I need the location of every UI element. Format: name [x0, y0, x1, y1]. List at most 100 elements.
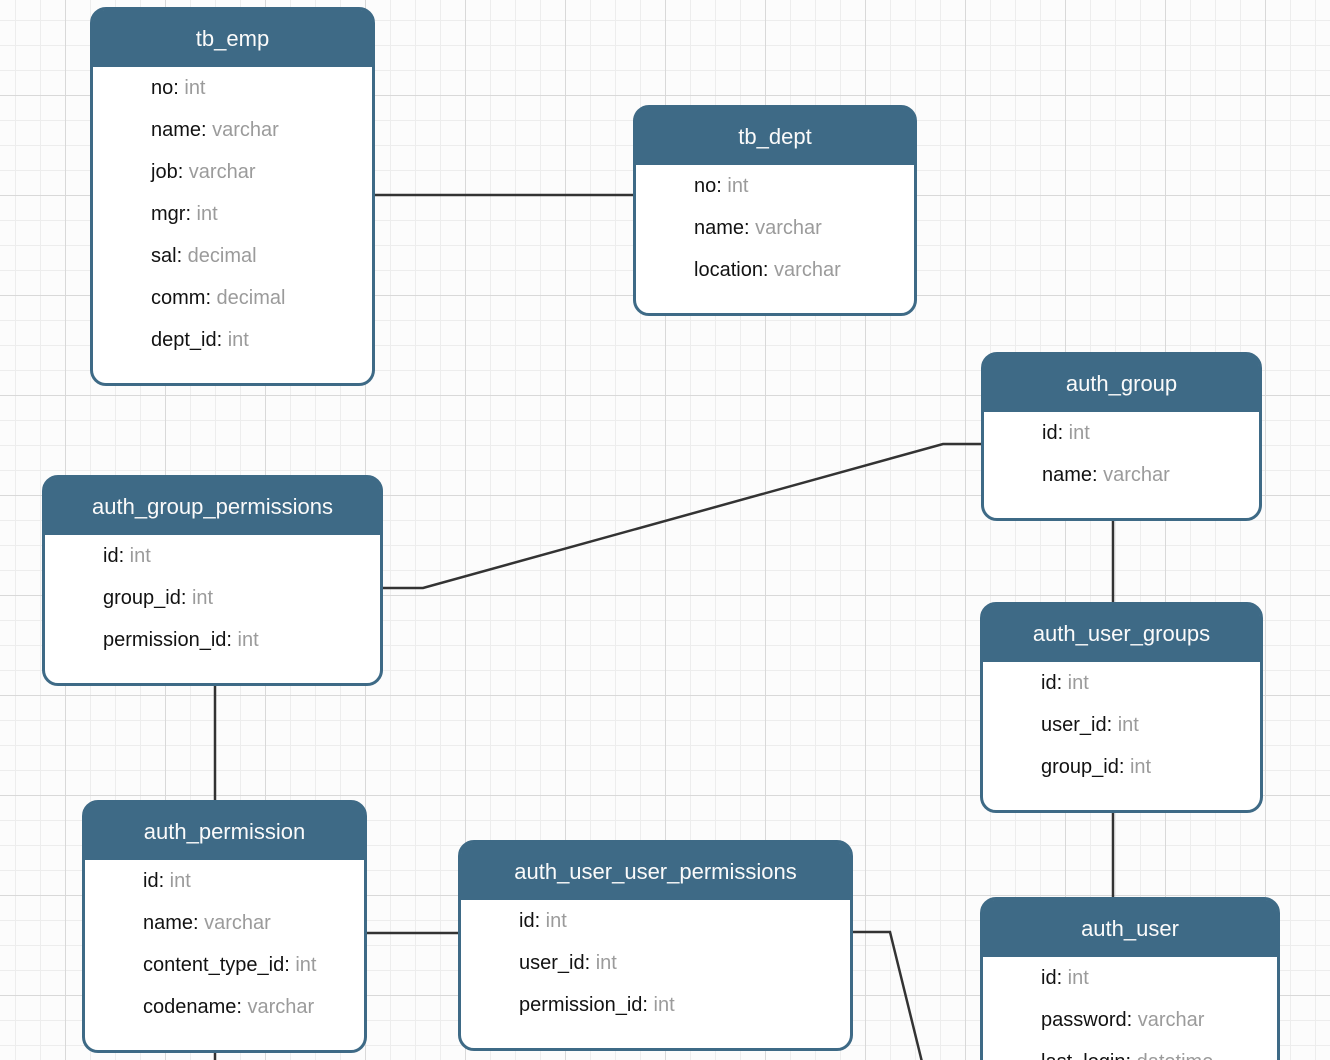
field-type: int: [1124, 756, 1152, 778]
field-row: no: int: [151, 67, 362, 109]
field-name: group_id:: [103, 587, 187, 609]
field-type: varchar: [1097, 464, 1170, 486]
field-name: name:: [694, 217, 750, 239]
field-row: id: int: [519, 900, 840, 942]
field-name: id:: [103, 545, 125, 567]
field-row: group_id: int: [1041, 746, 1250, 788]
field-name: sal:: [151, 245, 183, 267]
field-name: password:: [1041, 1009, 1133, 1031]
field-type: int: [164, 870, 191, 892]
field-type: int: [222, 329, 249, 351]
field-row: name: varchar: [694, 207, 904, 249]
field-row: codename: varchar: [143, 986, 354, 1028]
table-title[interactable]: auth_permission: [85, 803, 364, 860]
field-type: varchar: [241, 996, 315, 1018]
field-name: name:: [1042, 464, 1098, 486]
field-row: no: int: [694, 165, 904, 207]
table-title[interactable]: tb_emp: [93, 10, 372, 67]
field-name: id:: [519, 910, 541, 932]
field-name: comm:: [151, 287, 211, 309]
field-row: mgr: int: [151, 193, 362, 235]
field-name: name:: [151, 119, 207, 141]
field-type: int: [289, 954, 317, 976]
field-name: job:: [151, 161, 184, 183]
field-type: int: [191, 203, 218, 225]
table-title[interactable]: auth_group: [984, 355, 1259, 412]
field-type: int: [540, 910, 567, 932]
field-name: permission_id:: [103, 629, 232, 651]
field-row: permission_id: int: [103, 619, 370, 661]
field-name: id:: [1042, 422, 1064, 444]
field-type: int: [1062, 967, 1089, 989]
field-name: last_login:: [1041, 1051, 1131, 1060]
field-type: int: [1062, 672, 1089, 694]
field-type: int: [231, 629, 259, 651]
field-row: job: varchar: [151, 151, 362, 193]
field-type: int: [124, 545, 151, 567]
field-type: int: [647, 994, 675, 1016]
table-title[interactable]: auth_user_user_permissions: [461, 843, 850, 900]
field-name: codename:: [143, 996, 242, 1018]
field-row: name: varchar: [143, 902, 354, 944]
field-row: location: varchar: [694, 249, 904, 291]
field-name: no:: [694, 175, 722, 197]
field-type: int: [1063, 422, 1090, 444]
table-title[interactable]: auth_user_groups: [983, 605, 1260, 662]
field-name: mgr:: [151, 203, 191, 225]
field-name: id:: [1041, 672, 1063, 694]
field-name: user_id:: [1041, 714, 1113, 736]
field-name: location:: [694, 259, 769, 281]
field-name: user_id:: [519, 952, 591, 974]
field-row: last_login: datetime: [1041, 1041, 1267, 1060]
relation-line-auth_group_permissions-auth_group: [380, 442, 985, 590]
field-name: permission_id:: [519, 994, 648, 1016]
field-row: id: int: [1042, 412, 1249, 454]
field-type: int: [178, 77, 206, 99]
field-row: id: int: [143, 860, 354, 902]
field-row: content_type_id: int: [143, 944, 354, 986]
field-row: name: varchar: [151, 109, 362, 151]
field-row: group_id: int: [103, 577, 370, 619]
field-row: dept_id: int: [151, 319, 362, 361]
field-row: id: int: [1041, 957, 1267, 999]
field-row: password: varchar: [1041, 999, 1267, 1041]
relation-line-auth_user_user_permissions-offcanvas: [850, 930, 923, 1060]
table-title[interactable]: auth_user: [983, 900, 1277, 957]
field-name: group_id:: [1041, 756, 1125, 778]
field-type: varchar: [1132, 1009, 1205, 1031]
field-name: content_type_id:: [143, 954, 290, 976]
field-type: decimal: [211, 287, 286, 309]
field-row: id: int: [1041, 662, 1250, 704]
field-row: user_id: int: [519, 942, 840, 984]
field-type: int: [721, 175, 749, 197]
field-type: int: [1112, 714, 1139, 736]
field-row: user_id: int: [1041, 704, 1250, 746]
table-title[interactable]: tb_dept: [636, 108, 914, 165]
field-type: varchar: [206, 119, 279, 141]
field-type: varchar: [768, 259, 841, 281]
field-type: datetime: [1131, 1051, 1214, 1060]
field-type: decimal: [182, 245, 257, 267]
field-name: dept_id:: [151, 329, 223, 351]
field-row: permission_id: int: [519, 984, 840, 1026]
table-title[interactable]: auth_group_permissions: [45, 478, 380, 535]
field-row: id: int: [103, 535, 370, 577]
field-row: name: varchar: [1042, 454, 1249, 496]
